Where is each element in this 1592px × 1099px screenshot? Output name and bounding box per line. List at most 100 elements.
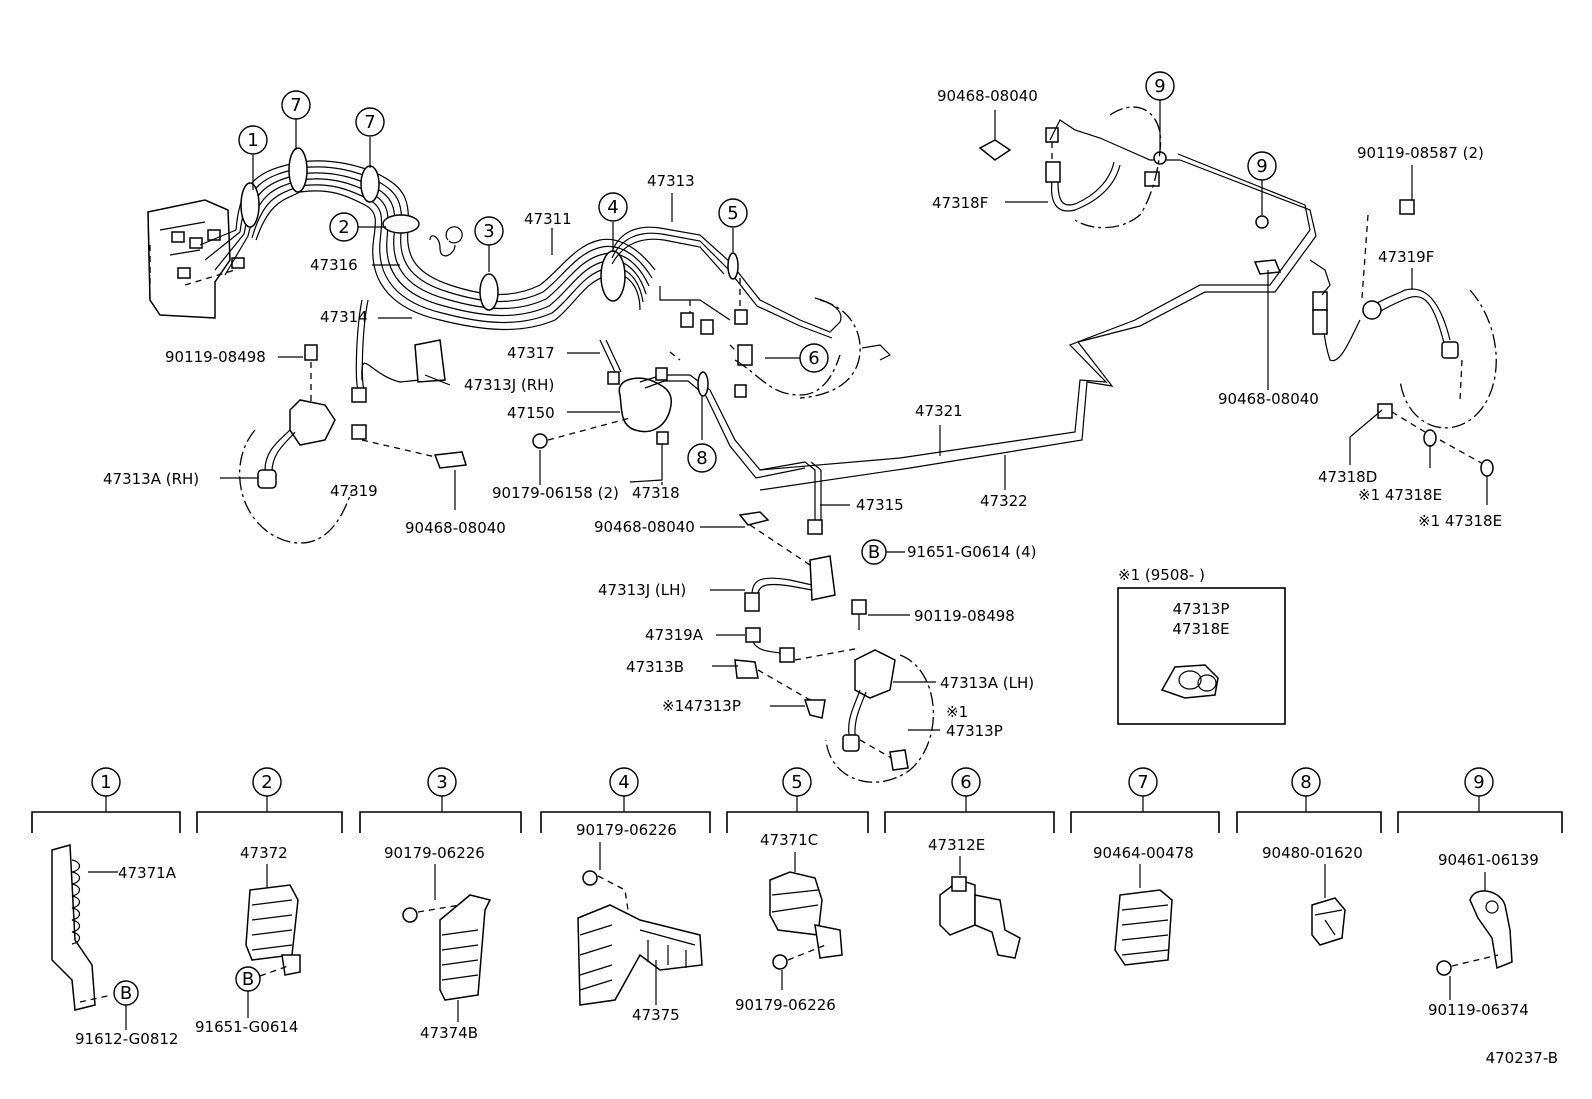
detail-3-part-1: 90179-06226 (384, 844, 485, 862)
detail-5-part-2: 90179-06226 (735, 996, 836, 1014)
callout-7-right: 7 (355, 107, 385, 137)
label-47318F: 47318F (932, 194, 988, 212)
callout-9-right: 9 (1247, 151, 1277, 181)
label-47318E-2: ※1 47318E (1418, 512, 1502, 530)
svg-text:9: 9 (1473, 772, 1484, 793)
svg-text:5: 5 (727, 203, 738, 224)
pipe-47315 (738, 461, 823, 566)
front-pipe-bundle (199, 147, 656, 331)
label-47313P-right: 47313P (946, 722, 1003, 740)
label-47150: 47150 (507, 404, 555, 422)
label-47319: 47319 (330, 482, 378, 500)
detail-6-part-1: 47312E (928, 836, 985, 854)
svg-text:8: 8 (696, 448, 707, 469)
detail-8: 8 90480-01620 (1262, 767, 1363, 946)
callout-B: B (861, 539, 887, 565)
svg-text:7: 7 (364, 112, 375, 133)
label-47311: 47311 (524, 210, 572, 228)
detail-8-part-1: 90480-01620 (1262, 844, 1363, 862)
pipe-47313 (611, 226, 842, 339)
diagram-id: 470237-B (1486, 1049, 1558, 1067)
label-90119-08587: 90119-08587 (2) (1357, 144, 1484, 162)
part-labels: 47313 47311 47316 47314 90119-08498 4731… (103, 87, 1502, 740)
detail-7: 7 90464-00478 (1093, 767, 1194, 966)
abs-actuator-block (147, 199, 245, 319)
detail-7-part-1: 90464-00478 (1093, 844, 1194, 862)
label-47314: 47314 (320, 308, 368, 326)
detail-4: 4 90179-06226 47375 (576, 767, 703, 1024)
svg-text:B: B (242, 969, 254, 990)
label-47313: 47313 (647, 172, 695, 190)
svg-text:2: 2 (338, 217, 349, 238)
rear-pipes-47321-47322 (759, 153, 1317, 491)
callout-9-left: 9 (1145, 71, 1175, 101)
svg-text:1: 1 (100, 772, 111, 793)
svg-text:7: 7 (1137, 772, 1148, 793)
proportioning-valve-47150 (532, 299, 892, 483)
label-91651-G0614-4: 91651-G0614 (4) (907, 543, 1037, 561)
detail-1-part-1: 47371A (118, 864, 177, 882)
svg-text:B: B (868, 542, 880, 563)
detail-1: 1 B 47371A 91612-G0812 (51, 767, 178, 1048)
svg-text:7: 7 (290, 95, 301, 116)
detail-1-part-2: 91612-G0812 (75, 1030, 178, 1048)
svg-text:3: 3 (483, 221, 494, 242)
rh-front-hose-assembly (239, 299, 467, 544)
svg-text:3: 3 (436, 772, 447, 793)
detail-4-part-1: 90179-06226 (576, 821, 677, 839)
detail-9-part-1: 90461-06139 (1438, 851, 1539, 869)
label-47313P-right-note: ※1 (946, 703, 968, 721)
label-47318D: 47318D (1318, 468, 1377, 486)
label-47318: 47318 (632, 484, 680, 502)
detail-4-part-2: 47375 (632, 1006, 680, 1024)
detail-2: 2 47372 B 91651-G0614 (195, 767, 301, 1036)
svg-text:9: 9 (1256, 156, 1267, 177)
label-47318E-1: ※1 47318E (1358, 486, 1442, 504)
label-47313A-LH: 47313A (LH) (940, 674, 1034, 692)
label-47313A-RH: 47313A (RH) (103, 470, 199, 488)
callout-4: 4 (598, 192, 628, 222)
label-90179-06158: 90179-06158 (2) (492, 484, 619, 502)
callout-5: 5 (718, 198, 748, 228)
note-box-part-1: 47313P (1173, 600, 1230, 618)
label-47313J-LH: 47313J (LH) (598, 581, 686, 599)
label-47319A: 47319A (645, 626, 704, 644)
label-47313P-left: ※147313P (662, 697, 741, 715)
note-box: ※1 (9508- ) 47313P 47318E (1117, 566, 1286, 725)
label-47322: 47322 (980, 492, 1028, 510)
svg-text:9: 9 (1154, 76, 1165, 97)
svg-text:B: B (120, 983, 132, 1004)
callout-7-left: 7 (281, 90, 311, 120)
rear-right-hose-47319F (1253, 199, 1497, 477)
note-box-title: ※1 (9508- ) (1118, 566, 1205, 584)
detail-5: 5 47371C 90179-06226 (735, 767, 843, 1014)
label-90119-08498-upper: 90119-08498 (165, 348, 266, 366)
label-90468-08040-right: 90468-08040 (1218, 390, 1319, 408)
detail-9-part-2: 90119-06374 (1428, 1001, 1529, 1019)
lh-front-hose-assembly (734, 555, 935, 783)
label-47316: 47316 (310, 256, 358, 274)
label-47313J-RH: 47313J (RH) (464, 376, 554, 394)
label-47317: 47317 (507, 344, 555, 362)
svg-text:8: 8 (1300, 772, 1311, 793)
svg-text:5: 5 (791, 772, 802, 793)
svg-text:2: 2 (261, 772, 272, 793)
detail-9: 9 90461-06139 90119-06374 (1428, 767, 1539, 1019)
rear-upper-hose-47318F (978, 106, 1269, 229)
note-box-part-2: 47318E (1172, 620, 1229, 638)
detail-3-part-2: 47374B (420, 1024, 478, 1042)
label-47313B: 47313B (626, 658, 684, 676)
detail-2-part-1: 47372 (240, 844, 288, 862)
svg-text:6: 6 (808, 348, 819, 369)
label-90468-08040-left: 90468-08040 (405, 519, 506, 537)
label-47319F: 47319F (1378, 248, 1434, 266)
svg-text:1: 1 (247, 130, 258, 151)
detail-6: 6 47312E (928, 767, 1021, 959)
svg-text:4: 4 (607, 197, 618, 218)
callout-2: 2 (329, 212, 359, 242)
detail-2-part-2: 91651-G0614 (195, 1018, 298, 1036)
detail-5-part-1: 47371C (760, 831, 818, 849)
callout-1: 1 (238, 125, 268, 155)
label-90468-08040-top: 90468-08040 (937, 87, 1038, 105)
